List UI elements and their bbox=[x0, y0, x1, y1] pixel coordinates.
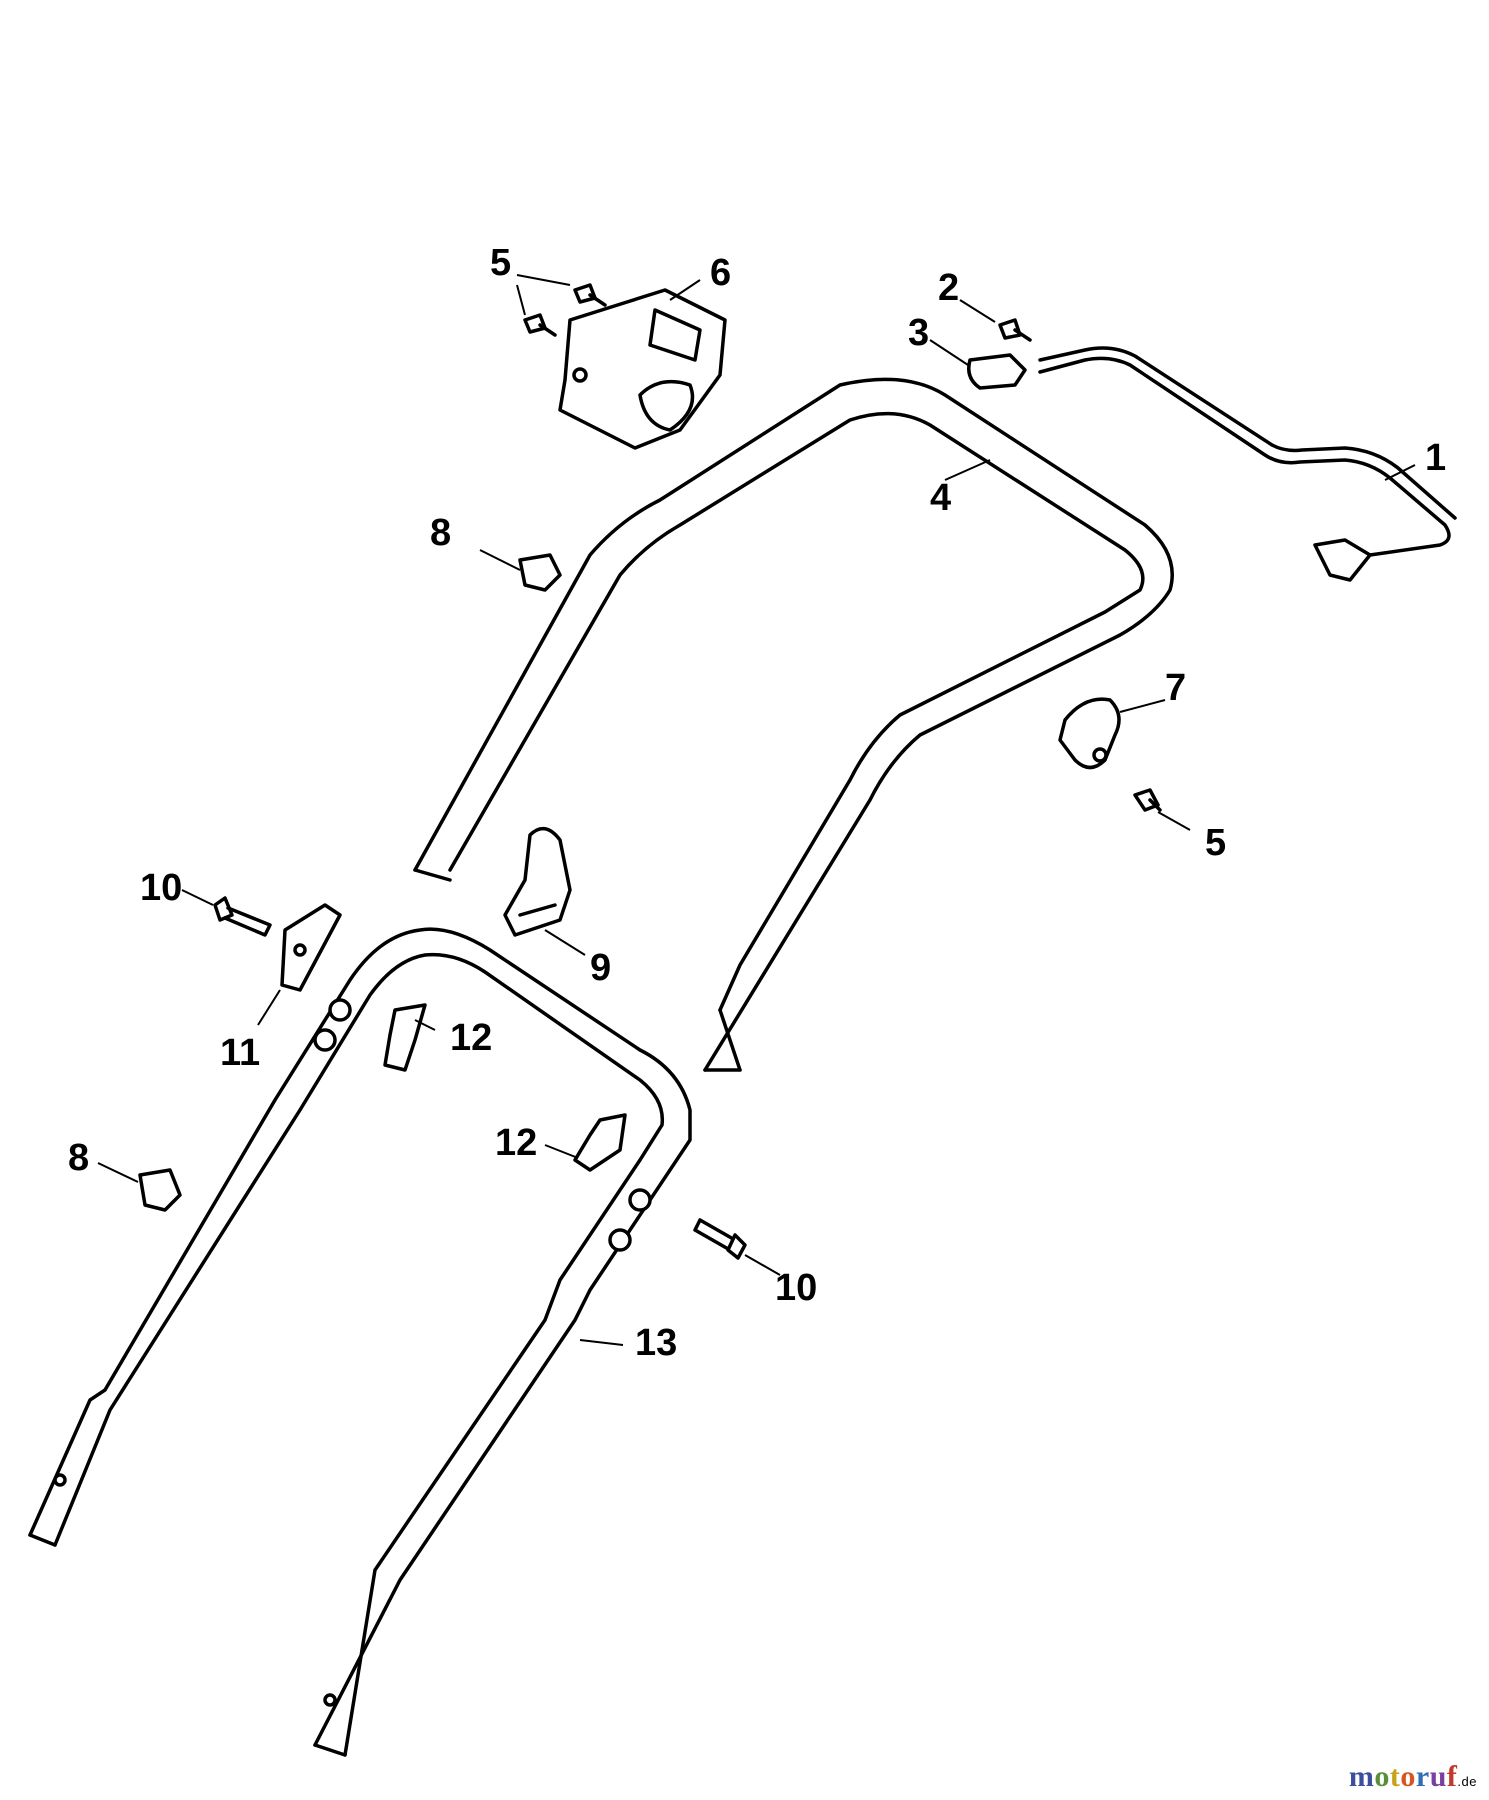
cable-clip bbox=[1058, 697, 1121, 770]
wing-knob-12b bbox=[573, 1113, 627, 1172]
watermark-domain: .de bbox=[1457, 1774, 1477, 1789]
nut-8b bbox=[138, 1168, 182, 1212]
callout-5-right: 5 bbox=[1205, 822, 1226, 864]
screw-5a bbox=[573, 283, 607, 307]
bail-lever bbox=[1038, 346, 1457, 582]
watermark-letter: t bbox=[1389, 1760, 1401, 1793]
callout-3: 3 bbox=[908, 312, 929, 354]
callout-9: 9 bbox=[590, 947, 611, 989]
watermark-letter: f bbox=[1446, 1760, 1458, 1793]
bolt-10b bbox=[693, 1218, 747, 1260]
cable-housing bbox=[558, 288, 727, 450]
callout-5-top: 5 bbox=[490, 242, 511, 284]
watermark-letter: m bbox=[1348, 1760, 1375, 1793]
callout-12-upper: 12 bbox=[450, 1017, 492, 1059]
watermark-letter: o bbox=[1400, 1760, 1416, 1793]
callout-labels: 1 2 3 4 5 5 6 7 8 8 9 10 10 11 12 12 13 bbox=[68, 242, 1446, 1364]
watermark-letter: o bbox=[1374, 1760, 1390, 1793]
leader-lines bbox=[97, 274, 1416, 1346]
callout-13: 13 bbox=[635, 1322, 677, 1364]
callout-2: 2 bbox=[938, 267, 959, 309]
callout-1: 1 bbox=[1425, 437, 1446, 479]
callout-4: 4 bbox=[930, 477, 951, 519]
wing-knob-12a bbox=[383, 1003, 427, 1072]
callout-7: 7 bbox=[1165, 667, 1186, 709]
bracket bbox=[280, 903, 342, 992]
callout-12-lower: 12 bbox=[495, 1122, 537, 1164]
callout-8-upper: 8 bbox=[430, 512, 451, 554]
callout-10-right: 10 bbox=[775, 1267, 817, 1309]
watermark-logo: motoruf.de bbox=[1349, 1760, 1477, 1794]
screw-2 bbox=[998, 318, 1032, 342]
watermark-letter: r bbox=[1415, 1760, 1430, 1793]
nut-8a bbox=[518, 553, 562, 592]
callout-8-lower: 8 bbox=[68, 1137, 89, 1179]
upper-handle bbox=[413, 377, 1174, 1072]
callout-11: 11 bbox=[220, 1032, 260, 1074]
bolt-10a bbox=[213, 896, 272, 937]
screw-5b bbox=[523, 313, 557, 337]
cable-guide bbox=[503, 826, 572, 937]
lower-handle bbox=[28, 927, 692, 1757]
screw-5c bbox=[1133, 788, 1162, 812]
watermark-letter: u bbox=[1429, 1760, 1447, 1793]
callout-6: 6 bbox=[710, 252, 731, 294]
pivot-bushing bbox=[967, 353, 1027, 390]
callout-10-left: 10 bbox=[140, 867, 182, 909]
